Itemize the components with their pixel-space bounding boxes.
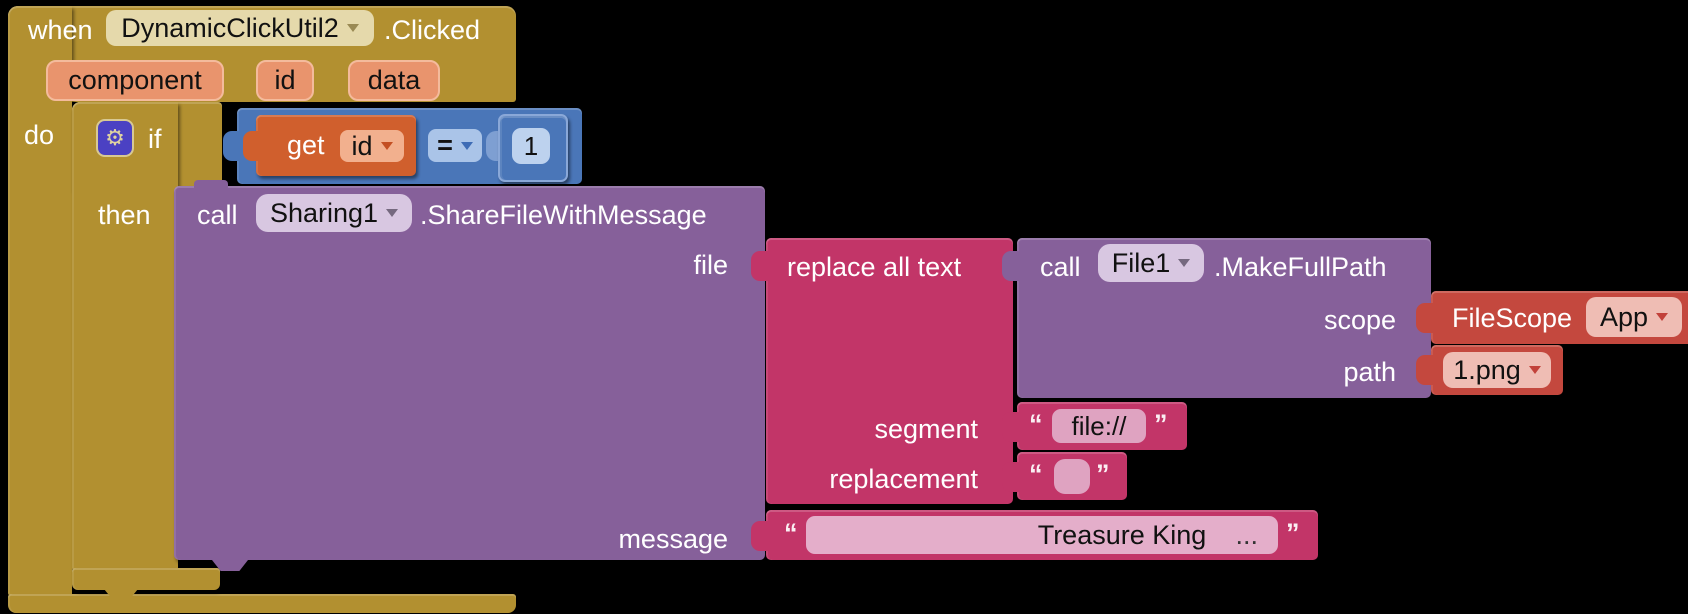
component-dropdown-label: DynamicClickUtil2 (121, 12, 339, 43)
path-param-label: path (1343, 357, 1396, 387)
chevron-down-icon (1178, 259, 1191, 267)
chevron-down-icon (1528, 366, 1541, 374)
chevron-down-icon (380, 142, 393, 150)
connector-tab (1002, 251, 1019, 281)
param-label: component (68, 65, 202, 95)
chevron-down-icon (1656, 313, 1669, 321)
param-chip-component[interactable]: component (46, 60, 224, 101)
param-chip-id[interactable]: id (256, 60, 314, 101)
open-quote: “ (1029, 409, 1043, 439)
message-text: Treasure King (1037, 519, 1207, 550)
sharing-dropdown-label: Sharing1 (269, 197, 379, 228)
replacement-param-label: replacement (829, 464, 978, 494)
share-file-call-block[interactable] (174, 180, 765, 571)
connector-tab (1416, 355, 1433, 385)
connector-tab (1002, 412, 1019, 442)
call-label: call (1040, 252, 1081, 282)
connector-tab (223, 131, 240, 161)
scope-param-label: scope (1323, 305, 1396, 335)
if-label: if (148, 124, 162, 154)
asset-path-dropdown[interactable]: 1.png (1443, 352, 1551, 388)
sharing-component-dropdown[interactable]: Sharing1 (256, 194, 412, 232)
get-label: get (287, 130, 325, 160)
operator-dropdown-label: = (437, 130, 453, 160)
open-quote: “ (1029, 459, 1043, 489)
if-block-next-connector (104, 589, 138, 599)
close-quote: ” (1286, 518, 1300, 548)
filescope-label: FileScope (1452, 303, 1573, 333)
param-label: data (367, 65, 421, 95)
replacement-string-field[interactable] (1054, 459, 1090, 494)
when-keyword: when (28, 15, 93, 45)
top-connector-notch (194, 180, 228, 190)
make-full-path-call-block[interactable] (1002, 238, 1431, 398)
asset-path-label: 1.png (1453, 354, 1521, 385)
do-label: do (24, 120, 55, 150)
overflow-ellipsis: ... (1235, 519, 1258, 550)
socket-crescent (486, 131, 498, 161)
close-quote: ” (1154, 409, 1168, 439)
close-quote: ” (1096, 459, 1110, 489)
filescope-value-dropdown[interactable]: App (1586, 297, 1682, 337)
param-label: id (274, 65, 296, 95)
message-string-field[interactable]: Treasure King ... (806, 516, 1278, 554)
when-block-bottom-bar[interactable] (8, 594, 516, 613)
number-block[interactable]: 1 (498, 114, 568, 182)
connector-tab (751, 521, 768, 551)
share-method-label: .ShareFileWithMessage (420, 200, 707, 230)
chevron-down-icon (386, 209, 399, 217)
file-dropdown-label: File1 (1111, 247, 1171, 278)
segment-string-field[interactable]: file:// (1052, 409, 1146, 443)
open-quote: “ (784, 518, 798, 548)
replace-all-text-label: replace all text (787, 252, 962, 282)
message-param-label: message (618, 524, 728, 554)
connector-tab (243, 131, 260, 161)
makefullpath-method-label: .MakeFullPath (1214, 252, 1387, 282)
when-block-spine[interactable] (8, 6, 72, 596)
filescope-value-label: App (1599, 301, 1649, 332)
variable-dropdown-label: id (351, 130, 373, 161)
connector-tab (1416, 303, 1433, 333)
mutator-gear-icon[interactable]: ⚙ (96, 119, 134, 157)
if-block-spine[interactable] (72, 102, 178, 572)
chevron-down-icon (460, 141, 473, 150)
connector-tab (751, 251, 768, 281)
param-chip-data[interactable]: data (348, 60, 440, 101)
if-block-bottom-bar[interactable] (72, 568, 220, 590)
segment-param-label: segment (874, 414, 978, 444)
call-label: call (197, 200, 238, 230)
connector-tab (1002, 462, 1019, 492)
file-param-label: file (693, 250, 728, 280)
number-field[interactable]: 1 (512, 128, 550, 164)
next-connector (212, 560, 248, 571)
component-dropdown[interactable]: DynamicClickUtil2 (106, 10, 374, 46)
event-name-label: .Clicked (384, 15, 481, 45)
then-label: then (98, 200, 151, 230)
replace-all-text-block[interactable] (751, 238, 1013, 504)
chevron-down-icon (346, 24, 359, 32)
operator-dropdown[interactable]: = (428, 129, 482, 162)
file-component-dropdown[interactable]: File1 (1098, 244, 1204, 282)
variable-dropdown[interactable]: id (340, 130, 404, 162)
